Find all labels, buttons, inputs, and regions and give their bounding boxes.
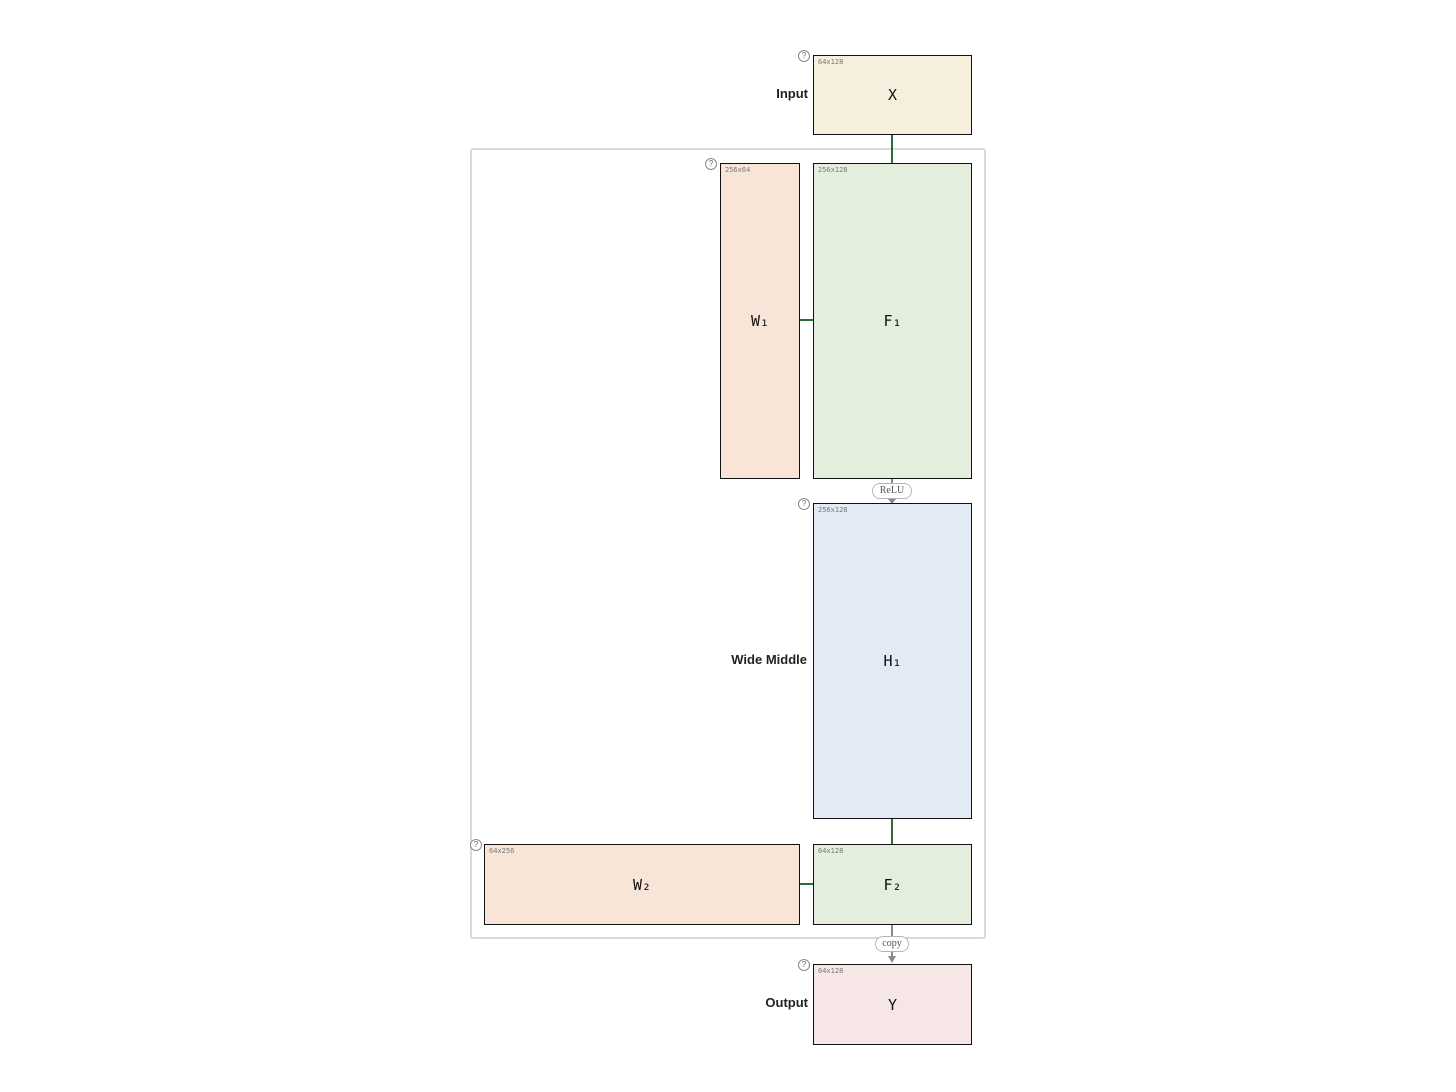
- connector-f1-relu: [891, 478, 893, 484]
- tensor-name-w1: W₁: [750, 312, 770, 330]
- tensor-name-f1: F₁: [883, 312, 902, 330]
- row-label-input: Input: [776, 86, 808, 101]
- row-label-output: Output: [765, 995, 808, 1010]
- dims-label-f2: 64x128: [818, 847, 844, 855]
- connector-w2-f2: [800, 883, 813, 885]
- help-icon-w2[interactable]: ?: [470, 839, 482, 851]
- dims-label-w1: 256x64: [725, 166, 751, 174]
- dims-label-h1: 256x128: [818, 506, 848, 514]
- copy-arrow-head-icon: [888, 956, 896, 963]
- dims-label-y: 64x128: [818, 967, 844, 975]
- tensor-box-y[interactable]: 64x128 Y: [813, 964, 972, 1045]
- copy-op-label: copy: [875, 936, 909, 952]
- help-icon-w1[interactable]: ?: [705, 158, 717, 170]
- connector-x-f1: [891, 135, 893, 163]
- tensor-name-h1: H₁: [883, 652, 902, 670]
- tensor-name-f2: F₂: [883, 875, 902, 894]
- connector-h1-f2: [891, 819, 893, 844]
- connector-f2-copy: [891, 925, 893, 937]
- tensor-name-y: Y: [887, 995, 898, 1014]
- tensor-box-w2[interactable]: 64x256 W₂: [484, 844, 800, 925]
- tensor-name-x: X: [887, 86, 898, 104]
- dims-label-w2: 64x256: [489, 847, 515, 855]
- tensor-box-x[interactable]: 64x128 X: [813, 55, 972, 135]
- help-icon-h1[interactable]: ?: [798, 498, 810, 510]
- tensor-name-w2: W₂: [632, 875, 652, 894]
- tensor-box-f2[interactable]: 64x128 F₂: [813, 844, 972, 925]
- relu-op-label: ReLU: [872, 483, 912, 499]
- connector-copy-y: [891, 951, 893, 957]
- row-label-wide-middle: Wide Middle: [731, 652, 807, 667]
- help-icon-y[interactable]: ?: [798, 959, 810, 971]
- tensor-box-w1[interactable]: 256x64 W₁: [720, 163, 800, 479]
- tensor-box-f1[interactable]: 256x128 F₁: [813, 163, 972, 479]
- block-group-frame: [470, 148, 986, 939]
- dims-label-f1: 256x128: [818, 166, 848, 174]
- dims-label-x: 64x128: [818, 58, 844, 66]
- connector-w1-f1: [800, 319, 813, 321]
- help-icon-x[interactable]: ?: [798, 50, 810, 62]
- relu-arrow-head-icon: [888, 499, 896, 504]
- tensor-box-h1[interactable]: 256x128 H₁: [813, 503, 972, 819]
